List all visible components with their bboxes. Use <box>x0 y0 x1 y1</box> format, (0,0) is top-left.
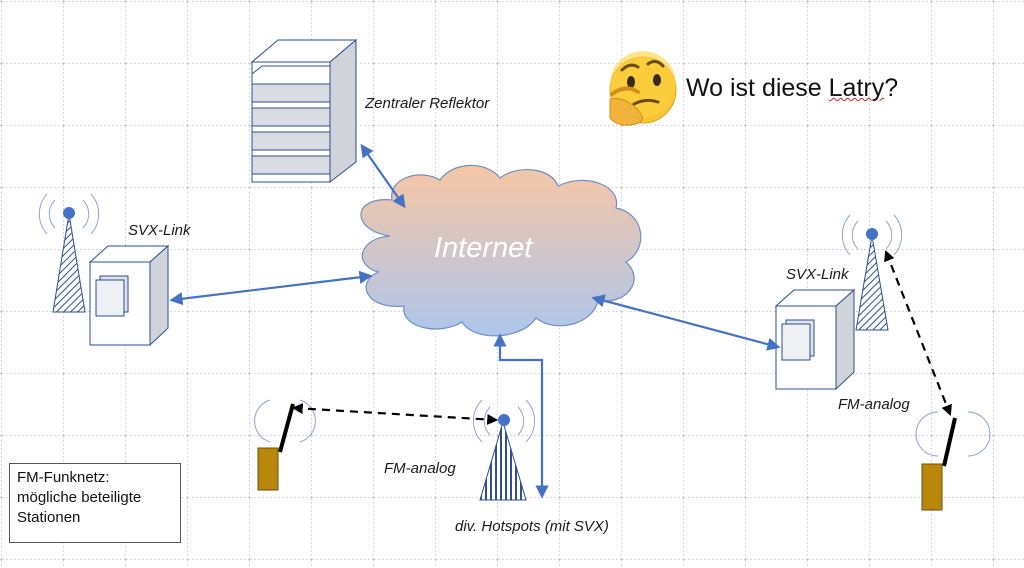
link-hotspot-cloud <box>493 333 549 499</box>
handheld-radio-right-icon <box>915 411 991 511</box>
radio-link-handheld-hotspot <box>291 403 499 425</box>
fm-analog-center-label: FM-analog <box>384 460 456 477</box>
svx-link-left-label: SVX-Link <box>128 222 191 239</box>
reflector-server-icon <box>250 38 358 184</box>
reflector-label: Zentraler Reflektor <box>365 95 490 112</box>
svx-link-left-station <box>38 193 170 347</box>
legend-line-3: Stationen <box>17 509 81 526</box>
legend-box: FM-Funknetz: mögliche beteiligte Station… <box>9 463 181 543</box>
internet-label: Internet <box>434 232 533 264</box>
link-reflector-cloud <box>360 143 406 209</box>
page-title: Wo ist diese Latry? <box>686 74 899 102</box>
link-svx-left-cloud <box>169 270 373 306</box>
hotspots-label: div. Hotspots (mit SVX) <box>455 518 609 535</box>
internet-cloud-icon <box>360 164 642 337</box>
radio-link-tower-handheld <box>884 249 952 417</box>
legend-line-2: mögliche beteiligte <box>17 489 142 506</box>
fm-analog-right-label: FM-analog <box>838 396 910 413</box>
link-cloud-svx-right <box>591 294 781 351</box>
thinking-face-icon <box>609 51 677 126</box>
svx-link-right-station <box>774 214 903 391</box>
svx-link-right-label: SVX-Link <box>786 266 849 283</box>
legend-line-1: FM-Funknetz: <box>17 469 110 486</box>
